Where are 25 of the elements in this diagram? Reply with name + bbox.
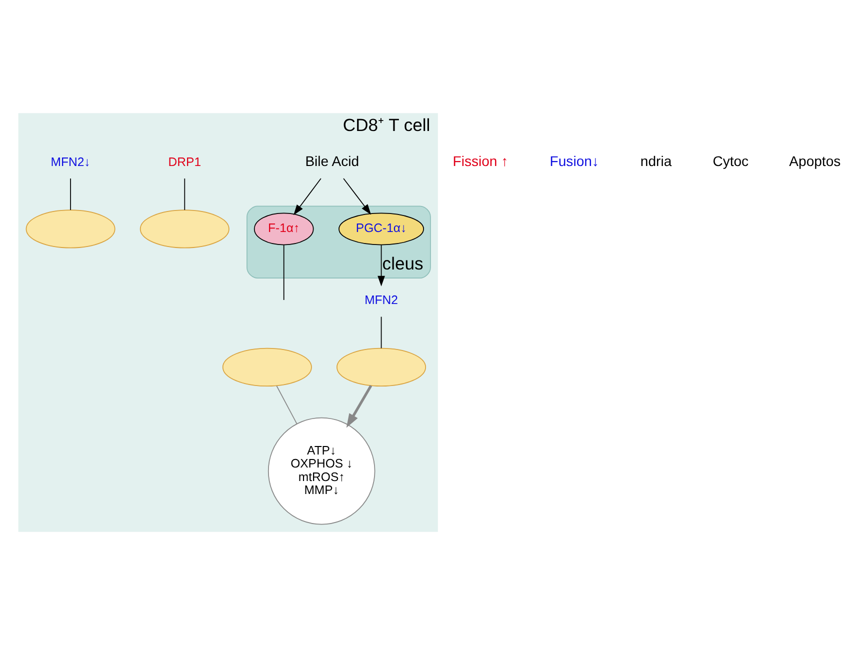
arrow bbox=[346, 384, 372, 428]
arrow bbox=[343, 178, 372, 215]
node-text: MFN2 bbox=[364, 293, 398, 308]
connector bbox=[283, 244, 284, 300]
node-text: DRP1 bbox=[168, 154, 202, 169]
node-ellipse bbox=[222, 348, 312, 387]
arrow bbox=[294, 178, 322, 216]
connector bbox=[184, 178, 186, 210]
connector bbox=[276, 385, 298, 424]
label: ndria bbox=[640, 153, 672, 170]
connector bbox=[70, 178, 71, 210]
node-text: Bile Acid bbox=[305, 153, 360, 170]
node-ellipse bbox=[140, 210, 230, 248]
node-ellipse: F-1α↑ bbox=[254, 212, 314, 246]
node-ellipse: PGC-1α↓ bbox=[338, 212, 424, 246]
node-ellipse bbox=[336, 348, 426, 387]
label: Apoptos bbox=[789, 153, 841, 170]
label: Cytoc bbox=[712, 153, 749, 170]
connector bbox=[380, 316, 382, 349]
label: Fusion↓ bbox=[550, 153, 599, 170]
arrow bbox=[378, 244, 385, 286]
node-text: MFN2↓ bbox=[50, 154, 90, 169]
label: Fission ↑ bbox=[452, 153, 508, 170]
node-ellipse bbox=[26, 210, 116, 248]
node-circle: ATP↓ OXPHOS ↓ mtROS↑ MMP↓ bbox=[268, 417, 376, 525]
